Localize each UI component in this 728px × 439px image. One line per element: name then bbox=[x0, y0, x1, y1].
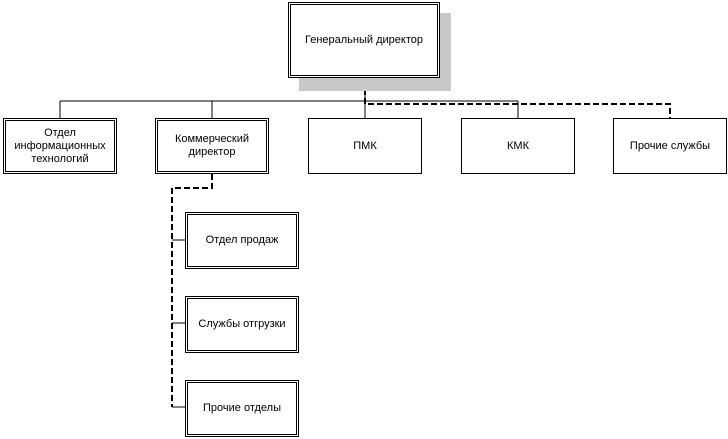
dept-box-other-services: Прочие службы bbox=[613, 118, 727, 174]
unit-box-sales: Отдел продаж bbox=[185, 212, 299, 269]
dept-box-it: Отдел информационных технологий bbox=[3, 118, 117, 174]
dept-label-it: Отдел информационных технологий bbox=[14, 126, 106, 165]
unit-box-shipping: Службы отгрузки bbox=[185, 296, 299, 353]
dashed-connector-to-other-services bbox=[364, 80, 671, 118]
dashed-connectors bbox=[171, 80, 671, 407]
dept-box-kmk: КМК bbox=[461, 118, 575, 174]
unit-label-other-depts: Прочие отделы bbox=[203, 402, 281, 414]
unit-box-other-depts: Прочие отделы bbox=[185, 380, 299, 437]
unit-label-shipping: Службы отгрузки bbox=[198, 318, 286, 330]
general-director-label: Генеральный директор bbox=[305, 33, 423, 46]
dept-box-pmk: ПМК bbox=[308, 118, 422, 174]
dept-label-kmk: КМК bbox=[507, 139, 529, 152]
dept-label-commercial: Коммерческий директор bbox=[174, 133, 250, 158]
dept-label-other-services: Прочие службы bbox=[629, 139, 711, 152]
dept-label-pmk: ПМК bbox=[353, 139, 377, 152]
dashed-connector-commercial-subunits bbox=[171, 174, 213, 407]
unit-label-sales: Отдел продаж bbox=[205, 234, 279, 246]
general-director-box: Генеральный директор bbox=[288, 2, 440, 78]
dept-box-commercial: Коммерческий директор bbox=[155, 118, 269, 174]
